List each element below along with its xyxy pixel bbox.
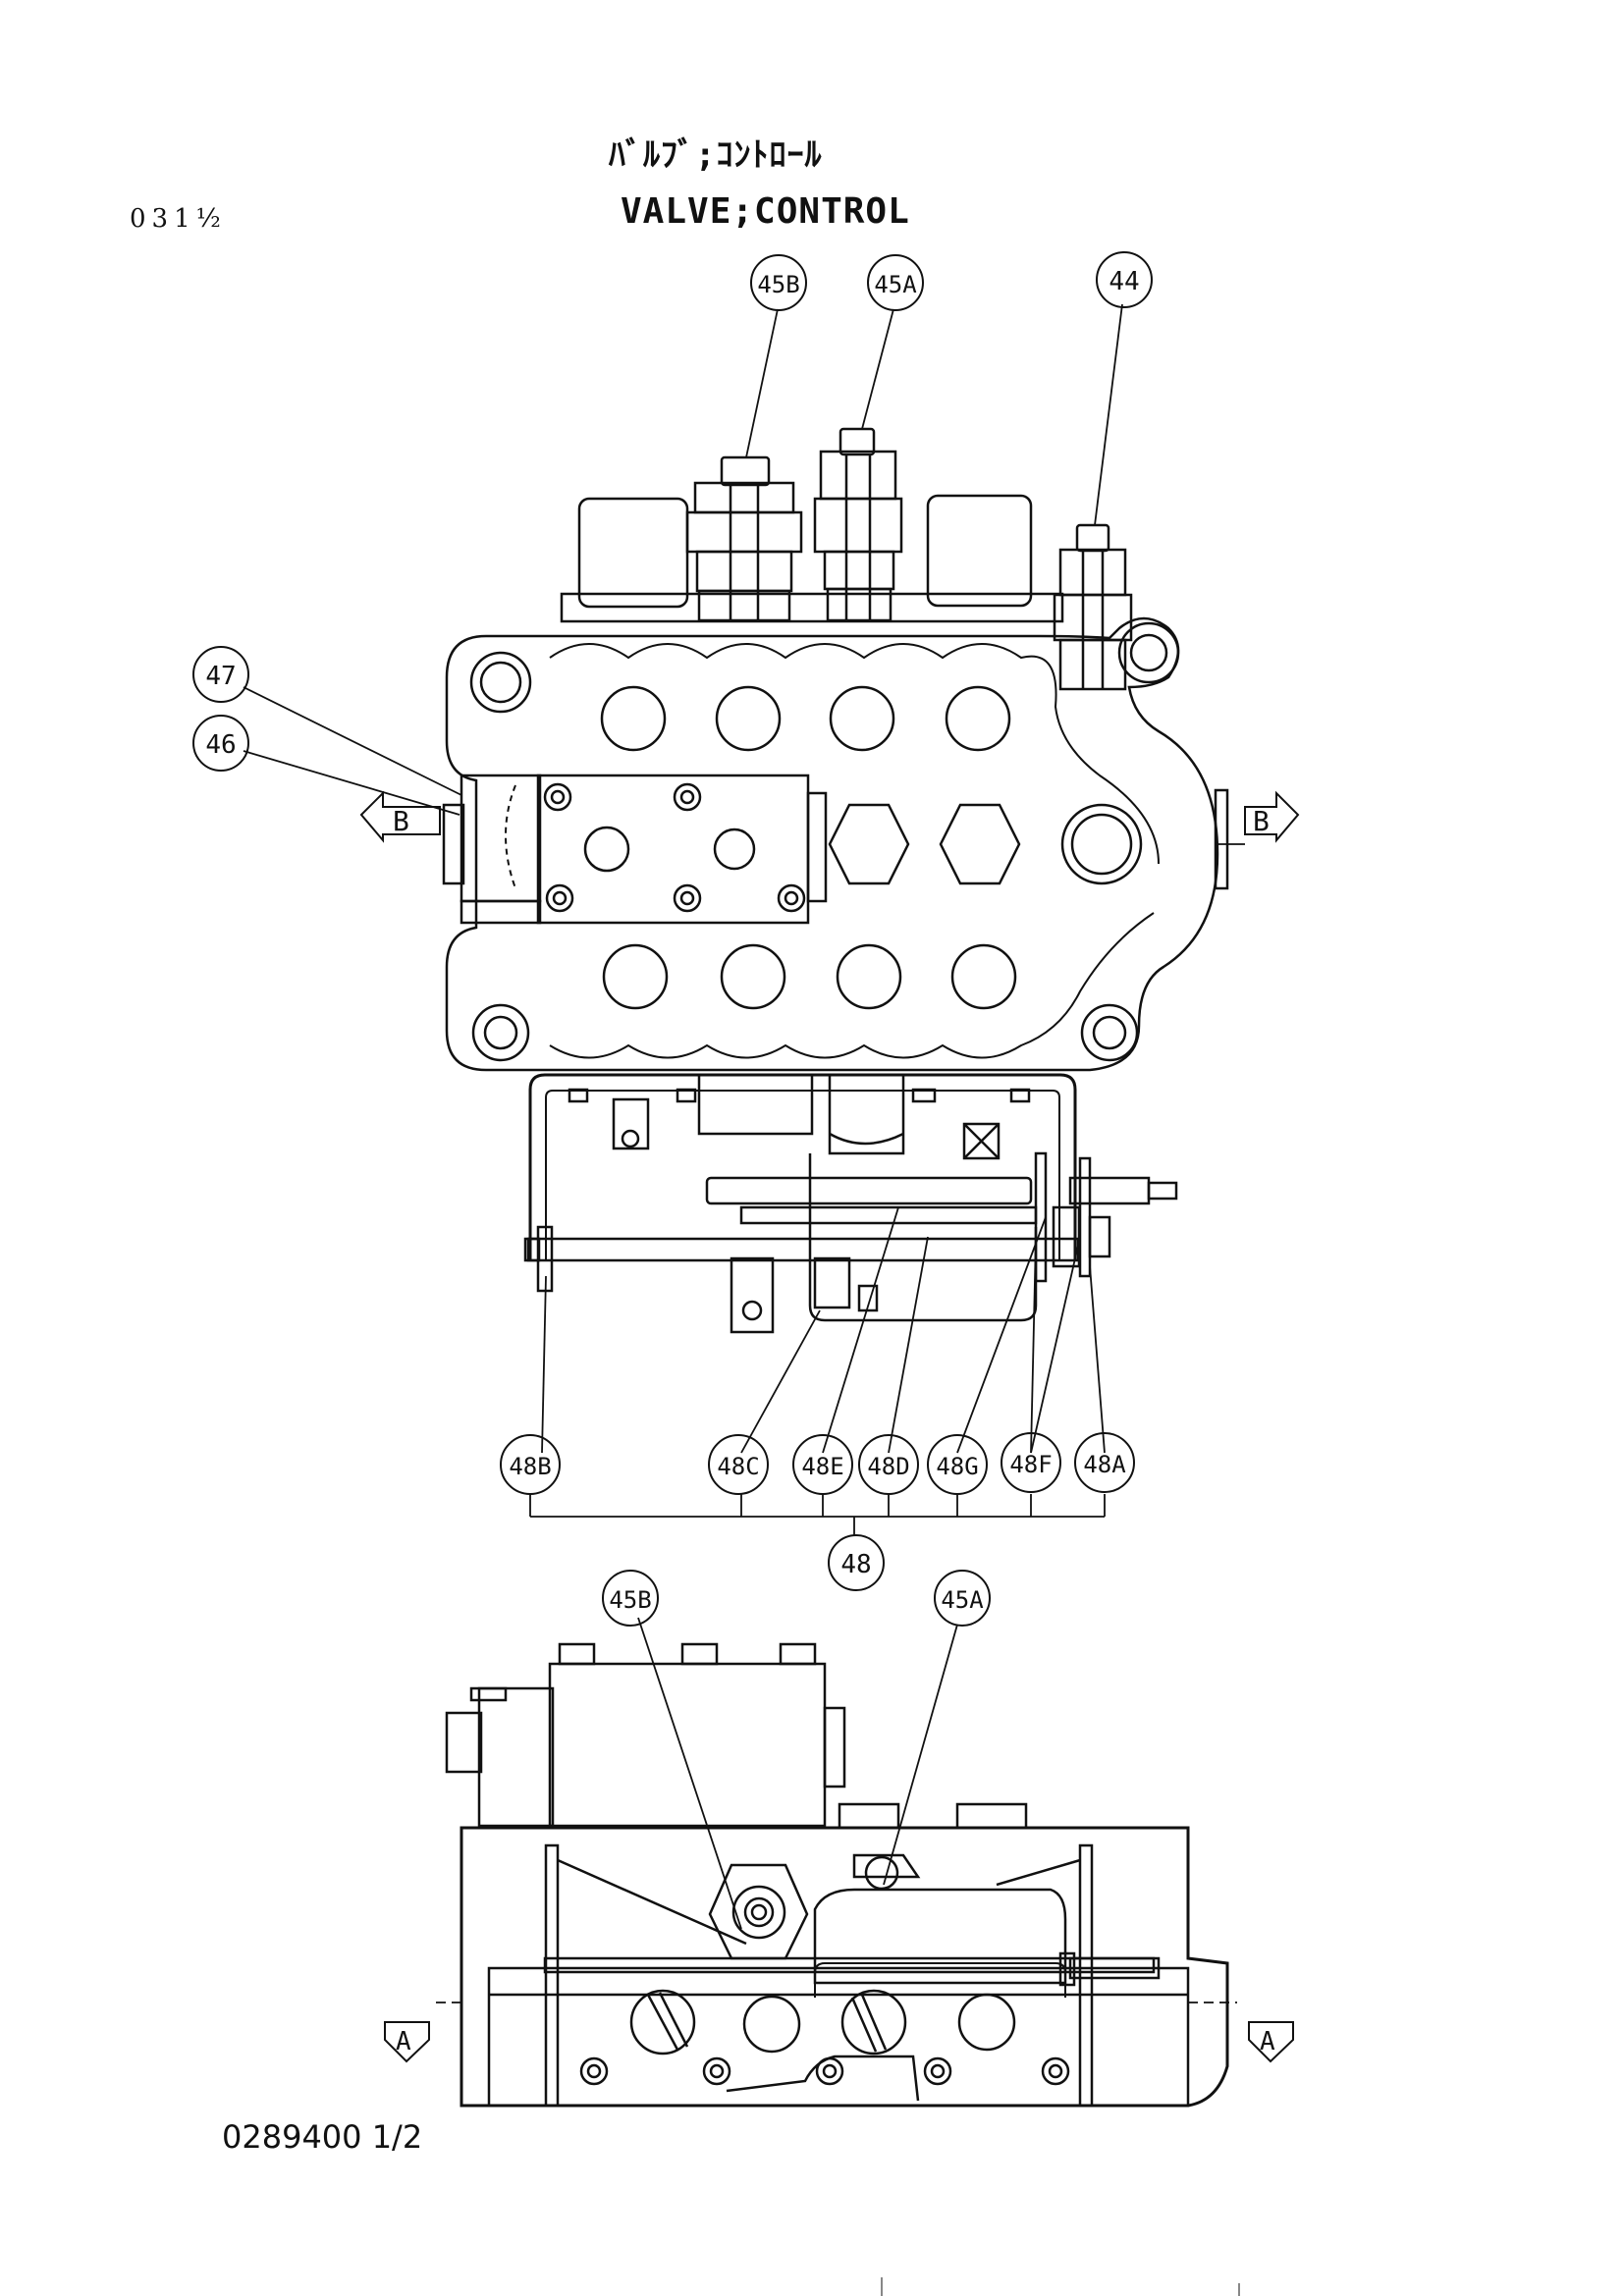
callout-48c: 48C [708, 1434, 769, 1495]
mounting-hole-bottom-left [471, 1003, 530, 1062]
callout-48g-label: 48G [936, 1453, 978, 1480]
scan-artifacts [881, 2277, 1240, 2296]
section-marker-b-right: B [1244, 790, 1300, 843]
document-number: 0289400 1/2 [222, 2118, 423, 2156]
hex-plug-left [828, 803, 910, 885]
callout-48g: 48G [927, 1434, 988, 1495]
fitting-44 [1053, 523, 1133, 691]
callout-48c-label: 48C [717, 1453, 759, 1480]
callout-45b-top-label: 45B [757, 271, 799, 298]
callout-45a-bottom-label: 45A [941, 1586, 984, 1614]
hex-plug-right [939, 803, 1021, 885]
callout-48a-label: 48A [1083, 1451, 1126, 1478]
solenoid-plate [536, 774, 828, 925]
ports-top-row [600, 685, 1011, 752]
section-marker-b-right-label: B [1253, 805, 1270, 837]
fitting-45a [813, 427, 903, 622]
section-marker-a-right-label: A [1260, 2027, 1275, 2056]
leader-lines [243, 303, 1245, 2003]
callout-46-label: 46 [205, 730, 236, 760]
mounting-hole-bottom-right [1080, 1003, 1139, 1062]
callout-48e: 48E [792, 1434, 853, 1495]
section-marker-a-left-label: A [396, 2027, 411, 2056]
top-mounting-plate [560, 592, 1064, 623]
callouts: 45B 45A 44 47 46 48B 48C 48E 48D 48G 48F… [192, 251, 1153, 1627]
callout-45b-top: 45B [750, 254, 807, 311]
callout-48b-label: 48B [509, 1453, 551, 1480]
callout-48f: 48F [1001, 1432, 1061, 1493]
side-solenoid-block [548, 1662, 827, 1828]
valve-body-inner-contour [549, 643, 1160, 1059]
section-marker-a-right: A [1248, 2021, 1294, 2063]
side-view [445, 1642, 1229, 2108]
solenoid-cap-46-47 [442, 774, 542, 925]
callout-48a: 48A [1074, 1432, 1135, 1493]
title-english: VALVE;CONTROL [621, 191, 910, 232]
callout-48-label: 48 [840, 1550, 871, 1579]
section-marker-a-left: A [384, 2021, 430, 2063]
callout-48d-label: 48D [867, 1453, 909, 1480]
callout-46: 46 [192, 715, 249, 772]
callout-47-label: 47 [205, 662, 236, 691]
callout-45b-bottom-label: 45B [609, 1586, 651, 1614]
title-japanese: ﾊﾞﾙﾌﾞ;ｺﾝﾄﾛｰﾙ [609, 135, 823, 175]
mounting-hole-top-left [469, 651, 532, 714]
mounting-hole-top-right [1117, 621, 1180, 684]
callout-47: 47 [192, 646, 249, 703]
section-markers: B B A A [359, 790, 1300, 2063]
callout-48: 48 [828, 1534, 885, 1591]
side-nut-45a [852, 1853, 921, 1891]
callout-45a-top: 45A [867, 254, 924, 311]
port-side-large [1060, 803, 1143, 885]
linkage-assembly-48 [523, 1073, 1178, 1334]
side-ports [579, 1989, 1070, 2102]
side-boss-right [1214, 788, 1229, 890]
section-marker-b-left: B [359, 790, 441, 843]
callout-45a-top-label: 45A [874, 271, 917, 298]
section-marker-b-left-label: B [393, 805, 409, 837]
callout-48e-label: 48E [801, 1453, 843, 1480]
callout-44-label: 44 [1109, 267, 1139, 296]
solenoid-housing-left [577, 497, 689, 609]
callout-45a-bottom: 45A [934, 1570, 991, 1627]
valve-body-outline [445, 616, 1219, 1072]
callout-45b-bottom: 45B [602, 1570, 659, 1627]
ports-bottom-row [602, 943, 1017, 1010]
callout-48d: 48D [858, 1434, 919, 1495]
page-reference: 031½ [130, 204, 227, 234]
callout-48f-label: 48F [1009, 1451, 1052, 1478]
fitting-45b [685, 455, 803, 622]
callout-48b: 48B [500, 1434, 561, 1495]
solenoid-housing-right [926, 494, 1033, 608]
callout-44: 44 [1096, 251, 1153, 308]
top-view [442, 427, 1229, 1072]
